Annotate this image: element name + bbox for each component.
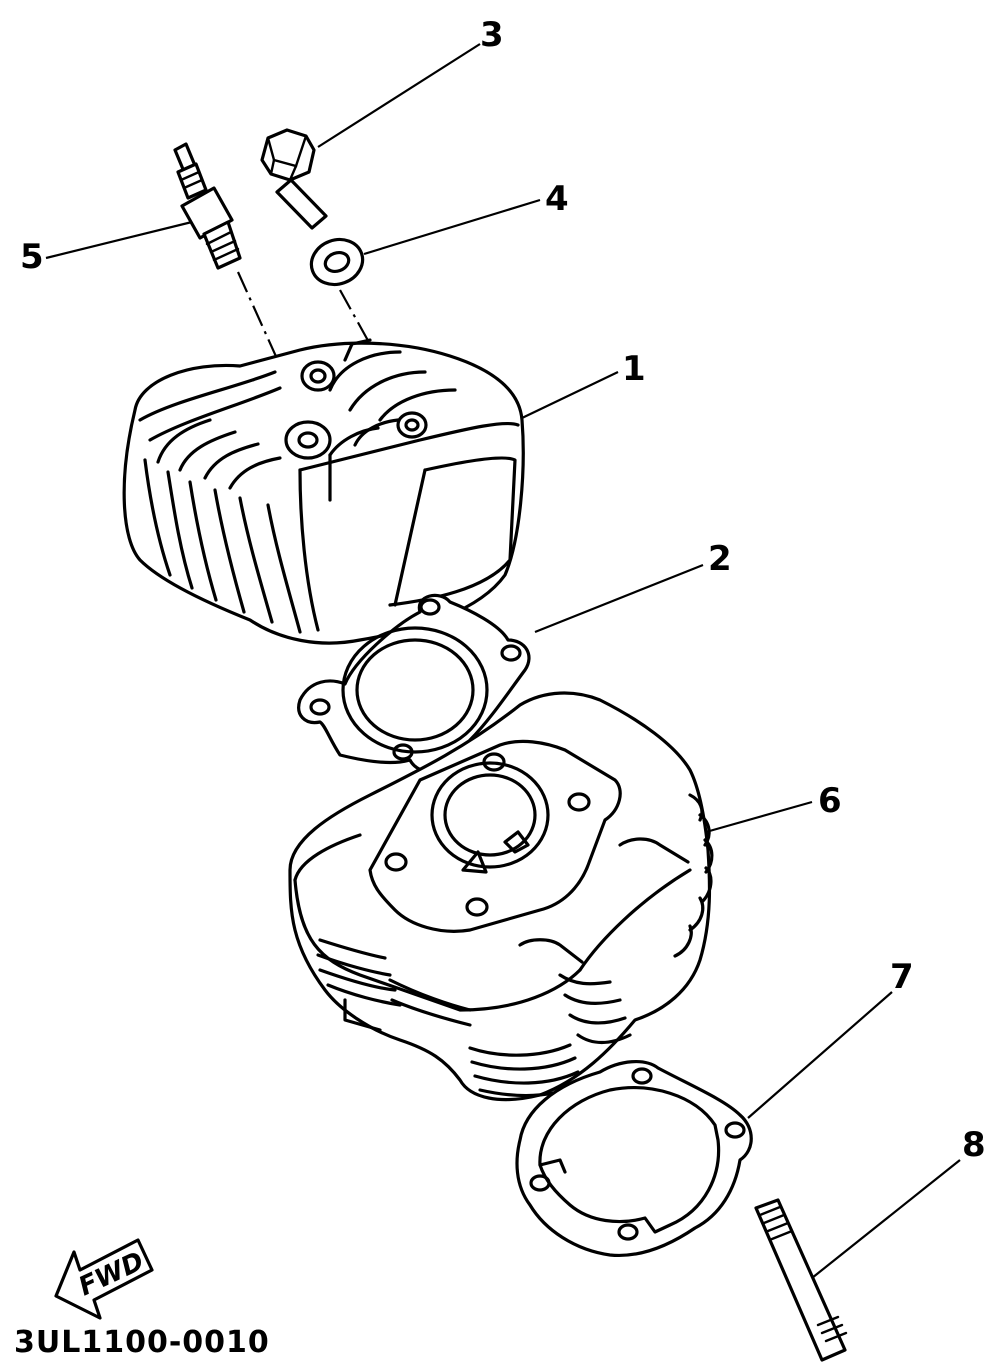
leader-line-8 <box>811 1159 961 1279</box>
leader-line-6 <box>705 800 813 834</box>
fwd-arrow-icon: FWD <box>54 1238 154 1320</box>
cylinder-head-part <box>122 338 525 645</box>
callout-6: 6 <box>818 781 842 821</box>
leader-line-7 <box>747 991 893 1119</box>
callout-2: 2 <box>708 539 732 579</box>
leader-line-3 <box>317 43 481 148</box>
callout-5: 5 <box>20 237 44 277</box>
callout-8: 8 <box>962 1125 986 1165</box>
cylinder-part <box>288 691 714 1102</box>
stud-bolt-part <box>754 1198 848 1362</box>
bolt-part <box>260 128 328 230</box>
base-gasket-part <box>515 1060 753 1258</box>
head-gasket-part <box>297 593 531 775</box>
callout-7: 7 <box>890 957 914 997</box>
leader-line-4 <box>363 198 541 256</box>
spark-plug-centerline <box>236 271 312 433</box>
callout-3: 3 <box>480 15 504 55</box>
leader-line-1 <box>521 371 619 419</box>
leader-line-2 <box>534 563 704 634</box>
spark-plug-part <box>173 142 242 270</box>
callout-1: 1 <box>622 349 646 389</box>
drawing-code: 3UL1100-0010 <box>14 1325 270 1360</box>
leader-line-5 <box>45 220 193 260</box>
washer-part <box>309 237 365 287</box>
callout-4: 4 <box>545 179 569 219</box>
